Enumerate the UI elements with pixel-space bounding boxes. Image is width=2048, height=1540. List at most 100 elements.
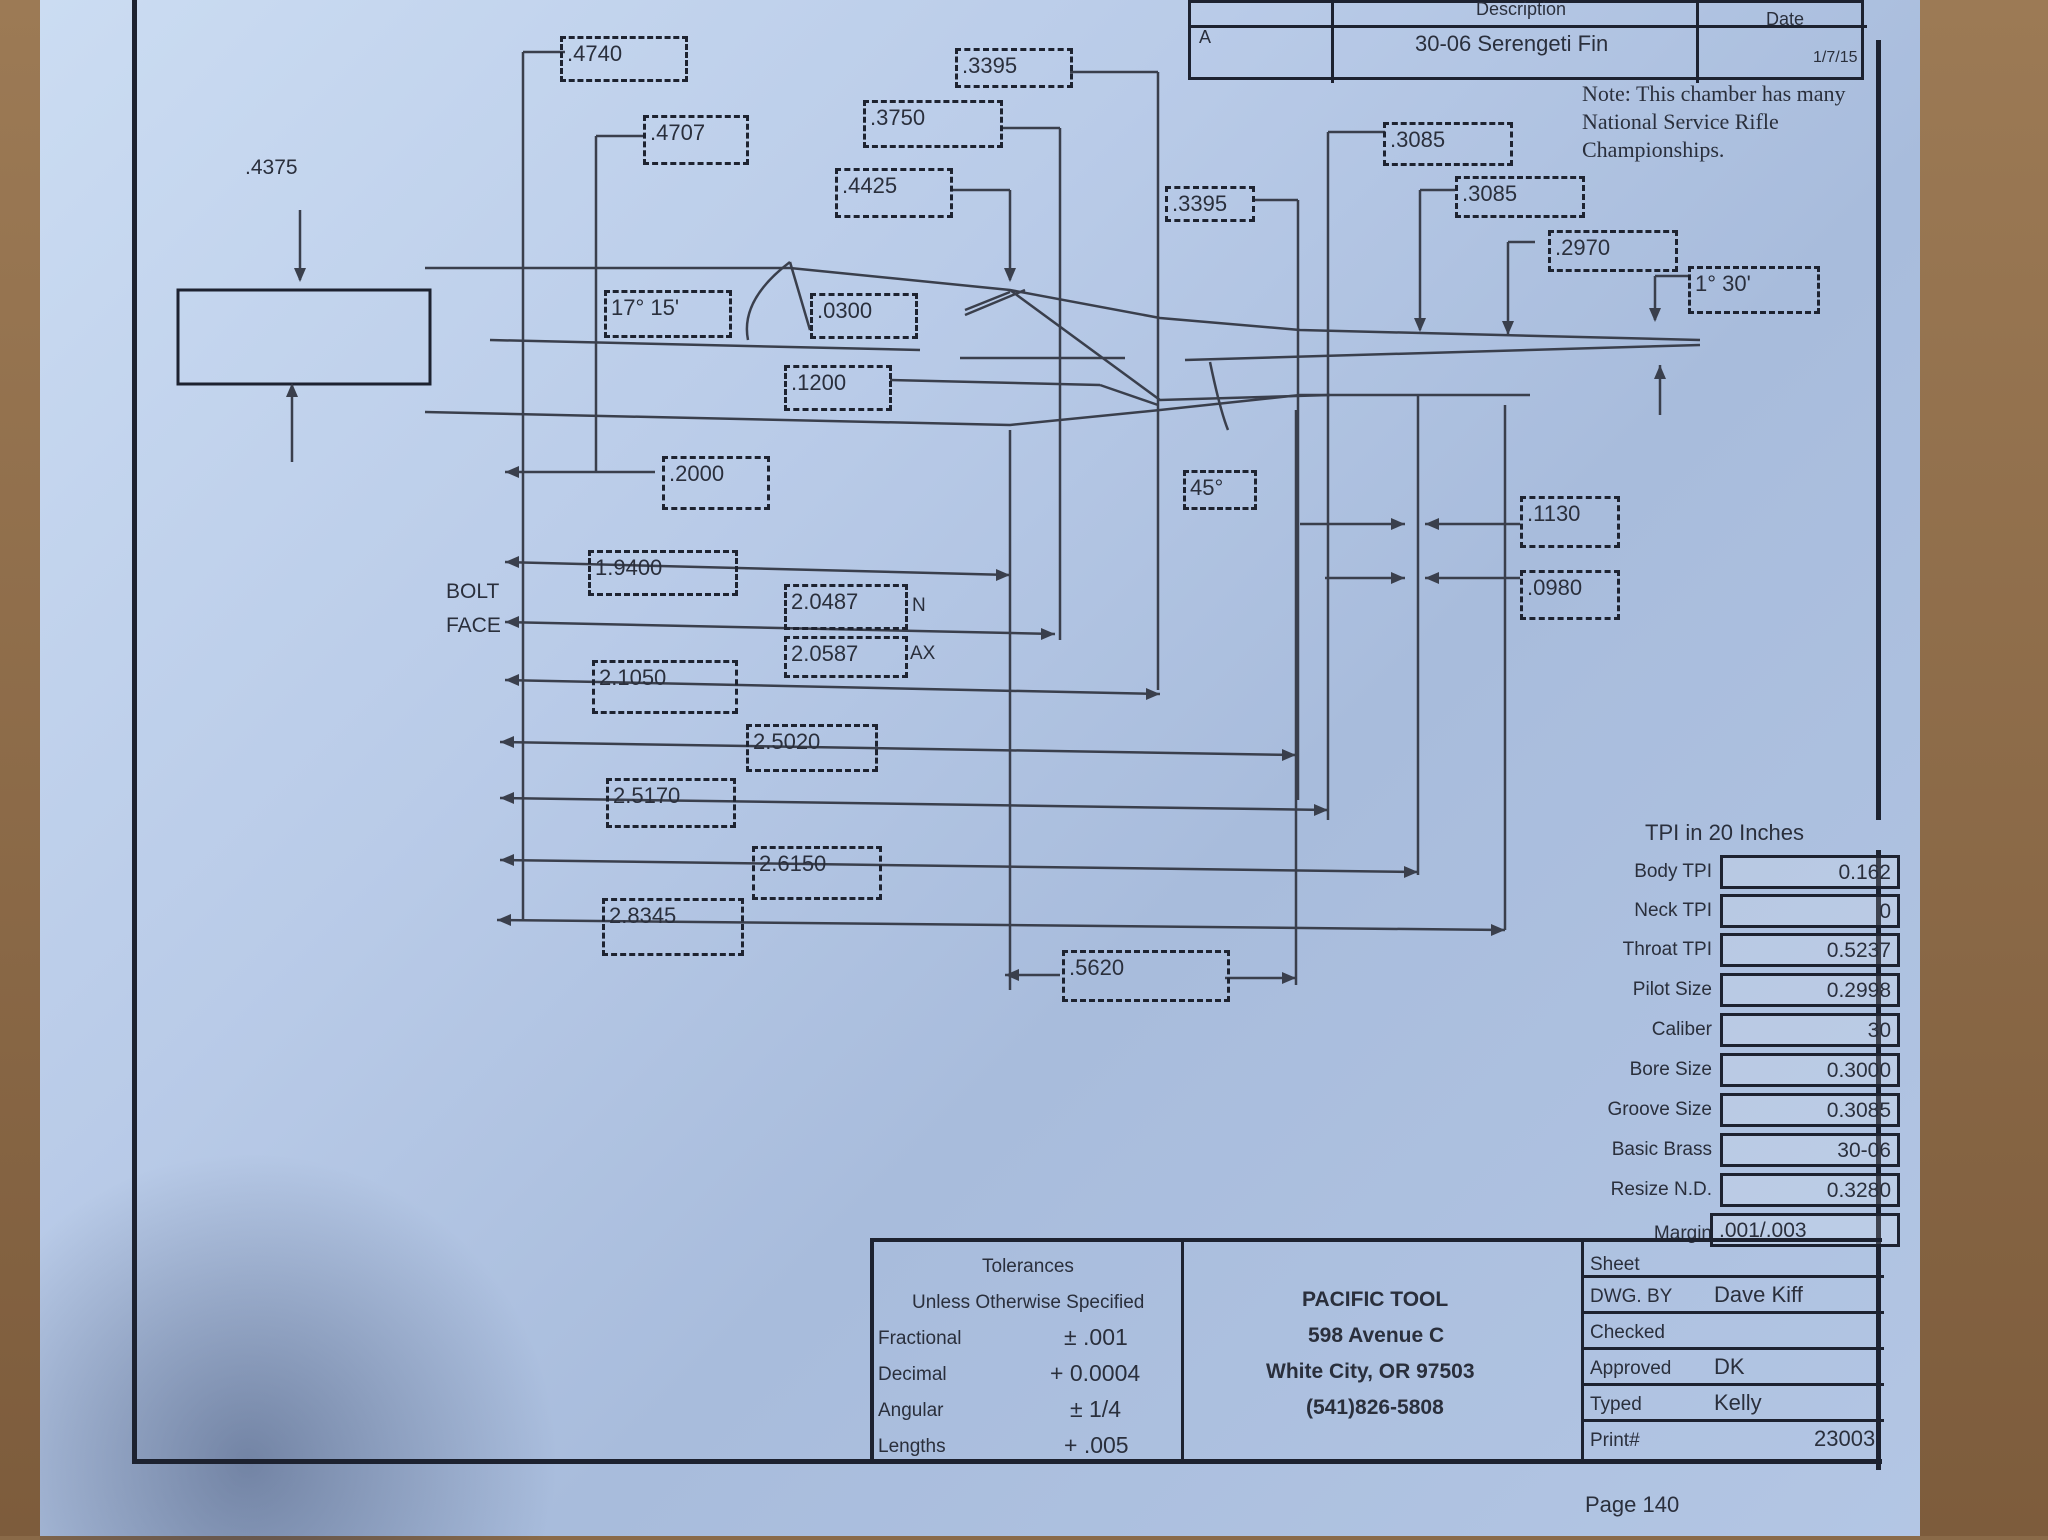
dim-shank-diameter: .4375	[245, 156, 298, 179]
dim-box-3395-mid: .3395	[1165, 186, 1255, 222]
tpi-value: 0	[1720, 894, 1900, 928]
dim-box-2-0587: 2.0587	[784, 636, 908, 678]
dim-box-2-5020: 2.5020	[746, 724, 878, 772]
dim-box-2-1050: 2.1050	[592, 660, 738, 714]
checked-label: Checked	[1590, 1322, 1665, 1343]
revision-description: 30-06 Serengeti Fin	[1415, 31, 1609, 56]
tolerance-value: ± 1/4	[1070, 1396, 1121, 1422]
dim-box-1-9400: 1.9400	[588, 550, 738, 596]
print-label: Print#	[1590, 1430, 1640, 1451]
company-name: PACIFIC TOOL	[1302, 1288, 1449, 1311]
company-city: White City, OR 97503	[1266, 1360, 1475, 1383]
page-frame	[132, 0, 1882, 1464]
tpi-value: 0.162	[1720, 855, 1900, 889]
tolerances-subtitle: Unless Otherwise Specified	[912, 1292, 1145, 1313]
tolerances-column: Tolerances Unless Otherwise Specified Fr…	[874, 1242, 1184, 1464]
tpi-row-body: Body TPI 0.162	[1560, 855, 1900, 891]
tpi-value: 30	[1720, 1013, 1900, 1047]
approved-value: DK	[1714, 1354, 1745, 1379]
company-column: PACIFIC TOOL 598 Avenue C White City, OR…	[1184, 1242, 1584, 1464]
revision-date: 1/7/15	[1813, 49, 1858, 66]
signoff-column: Sheet DWG. BY Dave Kiff Checked Approved…	[1584, 1242, 1886, 1464]
dim-box-angle-1-30: 1° 30'	[1688, 266, 1820, 314]
tpi-label: Pilot Size	[1632, 979, 1712, 1000]
tpi-row-caliber: Caliber 30	[1560, 1013, 1900, 1049]
dim-box-2970: .2970	[1548, 230, 1678, 272]
revision-letter: A	[1199, 27, 1212, 47]
tpi-label: Caliber	[1651, 1019, 1712, 1040]
page-frame-right	[1876, 40, 1881, 820]
signoff-row-approved: Approved DK	[1584, 1350, 1884, 1386]
typed-label: Typed	[1590, 1394, 1642, 1415]
tpi-label: Groove Size	[1607, 1099, 1712, 1120]
dim-box-2-6150: 2.6150	[752, 846, 882, 900]
dim-box-3085-upper: .3085	[1383, 122, 1513, 166]
tpi-label: Basic Brass	[1611, 1139, 1712, 1160]
dim-box-2-0487: 2.0487	[784, 584, 908, 630]
page-frame-right-lower	[1876, 850, 1881, 1470]
dim-box-4707: .4707	[643, 115, 749, 165]
signoff-row-dwg: DWG. BY Dave Kiff	[1584, 1278, 1884, 1314]
tpi-row-neck: Neck TPI 0	[1560, 894, 1900, 930]
dim-box-2-8345: 2.8345	[602, 898, 744, 956]
dim-box-3750: .3750	[863, 100, 1003, 148]
dim-box-5620: .5620	[1062, 950, 1230, 1002]
tpi-value: 0.3085	[1720, 1093, 1900, 1127]
tpi-label: Bore Size	[1629, 1059, 1712, 1080]
tolerance-value: + .005	[1064, 1432, 1129, 1458]
tpi-value: 30-06	[1720, 1133, 1900, 1167]
hand-shadow	[40, 1150, 560, 1540]
company-street: 598 Avenue C	[1308, 1324, 1445, 1347]
label-bolt: BOLT	[446, 580, 500, 603]
dwg-by-value: Dave Kiff	[1714, 1282, 1803, 1307]
tpi-label: Resize N.D.	[1610, 1179, 1712, 1200]
tolerance-value: ± .001	[1064, 1324, 1128, 1350]
tpi-row-pilot: Pilot Size 0.2998	[1560, 973, 1900, 1009]
dim-box-angle-45: 45°	[1183, 470, 1257, 510]
tolerance-label: Decimal	[878, 1364, 947, 1385]
label-min: N	[912, 595, 926, 616]
tpi-row-bore: Bore Size 0.3000	[1560, 1053, 1900, 1089]
dim-box-0300: .0300	[810, 293, 918, 339]
tolerance-label: Lengths	[878, 1436, 946, 1457]
signoff-row-print: Print# 23003	[1584, 1422, 1884, 1458]
tpi-label: Throat TPI	[1622, 939, 1712, 960]
print-value: 23003	[1814, 1426, 1876, 1451]
tpi-title: TPI in 20 Inches	[1645, 820, 1804, 845]
signoff-row-typed: Typed Kelly	[1584, 1386, 1884, 1422]
dim-box-4425: .4425	[835, 168, 953, 218]
tpi-value: 0.3280	[1720, 1173, 1900, 1207]
tpi-label: Body TPI	[1634, 861, 1712, 882]
dwg-by-label: DWG. BY	[1590, 1286, 1673, 1307]
tpi-value: 0.3000	[1720, 1053, 1900, 1087]
drawing-sheet	[40, 0, 1920, 1536]
dim-box-3085-lower: .3085	[1455, 176, 1585, 218]
company-phone: (541)826-5808	[1306, 1396, 1444, 1419]
tolerance-value: + 0.0004	[1050, 1360, 1141, 1386]
dim-box-3395-top: .3395	[955, 48, 1073, 88]
tpi-row-throat: Throat TPI 0.5237	[1560, 933, 1900, 969]
revision-header-description: Description	[1476, 0, 1567, 19]
approved-label: Approved	[1590, 1358, 1672, 1379]
chamber-note: Note: This chamber has many National Ser…	[1582, 81, 1846, 162]
label-face: FACE	[446, 614, 501, 637]
dim-box-angle-17-15: 17° 15'	[604, 290, 732, 338]
dim-box-4740: .4740	[560, 36, 688, 82]
title-block: Tolerances Unless Otherwise Specified Fr…	[870, 1238, 1884, 1464]
typed-value: Kelly	[1714, 1390, 1762, 1415]
tolerance-label: Fractional	[878, 1328, 962, 1349]
revision-block: Description Date A 30-06 Serengeti Fin 1…	[1188, 0, 1867, 83]
tpi-value: 0.5237	[1720, 933, 1900, 967]
dim-box-1130: .1130	[1520, 496, 1620, 548]
revision-header-date: Date	[1766, 9, 1805, 29]
sheet-label: Sheet	[1590, 1254, 1640, 1275]
tpi-row-brass: Basic Brass 30-06	[1560, 1133, 1900, 1169]
tolerance-label: Angular	[878, 1400, 944, 1421]
page-number: Page 140	[1585, 1492, 1680, 1517]
tolerances-title: Tolerances	[982, 1256, 1074, 1277]
dim-box-0980: .0980	[1520, 570, 1620, 620]
tpi-value: 0.2998	[1720, 973, 1900, 1007]
dim-box-2-5170: 2.5170	[606, 778, 736, 828]
dim-box-1200: .1200	[784, 365, 892, 411]
